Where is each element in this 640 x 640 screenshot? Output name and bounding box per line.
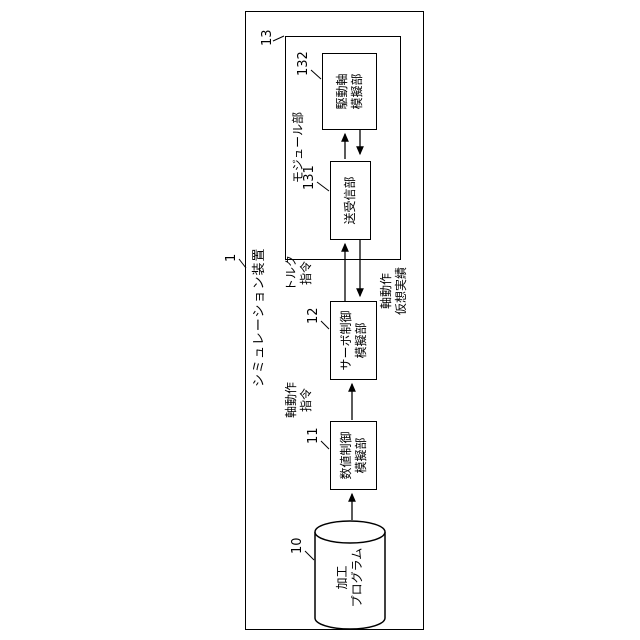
leader-ref-1 (238, 258, 247, 269)
leader-ref-10 (304, 550, 315, 561)
program-label-line2: プログラム (350, 547, 364, 608)
ref-label-module: 13 (260, 29, 275, 46)
axis-command-line2: 指令 (299, 388, 313, 413)
nc-label-line2: 模擬部 (353, 437, 368, 474)
leader-ref-11 (320, 440, 330, 450)
torque-command-line1: トルク (284, 255, 298, 292)
figure-title: シミュレーション装置 (252, 247, 267, 387)
axis-virtual-result-line1: 軸動作 (379, 273, 393, 310)
torque-command-line2: 指令 (299, 261, 313, 286)
nc-simulation-box: 数値制御 模擬部 (330, 421, 377, 490)
ref-label-servo: 12 (306, 307, 321, 324)
ref-label-program: 10 (290, 537, 305, 554)
nc-label-line1: 数値制御 (338, 431, 353, 480)
servo-simulation-box: サーボ制御 模擬部 (330, 301, 377, 380)
program-cylinder-shape (314, 520, 386, 630)
drive-axis-box: 駆動軸 模擬部 (322, 53, 377, 130)
ref-label-device: 1 (224, 253, 239, 262)
leader-ref-13 (272, 35, 285, 42)
txrx-box: 送受信部 (330, 161, 371, 240)
servo-label-line1: サーボ制御 (338, 310, 353, 371)
ref-label-txrx: 131 (302, 165, 317, 190)
axis-command-line1: 軸動作 (284, 382, 298, 419)
servo-label-line2: 模擬部 (353, 322, 368, 359)
ref-label-drive: 132 (296, 51, 311, 76)
txrx-label: 送受信部 (343, 176, 357, 225)
leader-ref-132 (310, 69, 322, 80)
drive-label-line1: 駆動軸 (334, 73, 349, 110)
drive-label-line2: 模擬部 (349, 73, 364, 110)
axis-command-label: 軸動作 指令 (284, 368, 314, 432)
program-node: 加工 プログラム (315, 530, 385, 625)
axis-virtual-result-label: 軸動作 仮想実績 (379, 247, 409, 335)
axis-virtual-result-line2: 仮想実績 (394, 267, 408, 316)
program-label-line1: 加工 (335, 565, 349, 590)
leader-ref-131 (316, 181, 330, 192)
leader-lines (238, 35, 330, 561)
torque-command-label: トルク 指令 (284, 245, 314, 301)
leader-ref-12 (320, 320, 330, 330)
